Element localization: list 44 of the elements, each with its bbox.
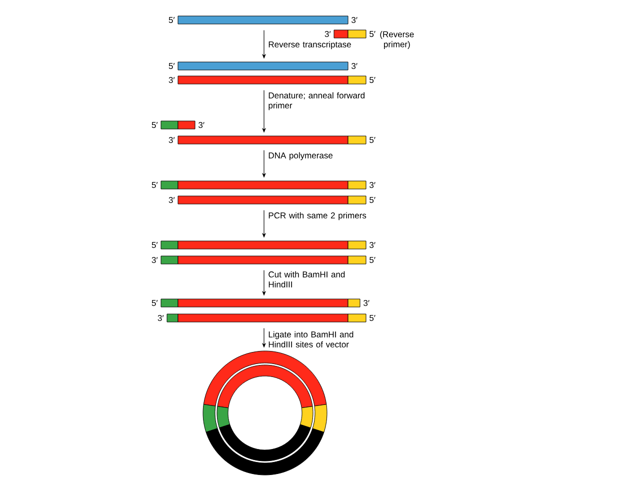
end-label: 5′ <box>152 182 158 188</box>
step-label: PCR with same 2 primers <box>268 212 366 220</box>
step-label: Cut with BamHI and HindIII <box>268 271 345 288</box>
end-label: 5′ <box>168 17 175 23</box>
dna-strand <box>178 196 366 204</box>
dna-strand <box>178 16 348 24</box>
end-label: 5′ <box>370 77 376 83</box>
dna-strand <box>160 256 366 264</box>
end-label: 3′ <box>352 63 358 69</box>
end-label: 5′ <box>370 31 376 37</box>
step-label: Ligate into BamHI and HindIII sites of vector <box>268 331 354 348</box>
end-label: 3′ <box>152 257 158 263</box>
dna-strand <box>334 30 366 38</box>
end-label: 3′ <box>324 31 331 37</box>
end-label: 5′ <box>370 257 376 263</box>
end-label: 5′ <box>152 122 158 128</box>
end-label: 3′ <box>370 242 376 248</box>
end-label: 3′ <box>364 300 370 306</box>
step-label: Reverse transcriptase <box>268 41 351 50</box>
dna-strand <box>160 240 366 250</box>
end-label: 3′ <box>168 137 175 143</box>
end-label: 5′ <box>152 242 158 248</box>
end-label: 3′ <box>198 122 204 128</box>
primer-label: (Reverse primer) <box>380 31 414 49</box>
dna-strand <box>160 120 196 130</box>
end-label: 5′ <box>152 300 158 306</box>
end-label: 3′ <box>168 77 175 83</box>
end-label: 3′ <box>352 17 358 23</box>
end-label: 3′ <box>168 197 175 203</box>
end-label: 3′ <box>158 315 164 321</box>
end-label: 5′ <box>370 315 376 321</box>
plasmid-drawing <box>202 350 328 476</box>
dna-strand <box>160 298 360 308</box>
dna-strand <box>178 62 348 70</box>
dna-strand <box>166 314 366 322</box>
end-label: 5′ <box>168 63 175 69</box>
end-label: 5′ <box>370 197 376 203</box>
dna-strand <box>178 76 366 84</box>
end-label: 3′ <box>370 182 376 188</box>
end-label: 5′ <box>370 137 376 143</box>
step-label: Denature; anneal forward primer <box>268 92 364 110</box>
dna-strand <box>160 180 366 190</box>
dna-strand <box>178 136 366 144</box>
step-label: DNA polymerase <box>268 152 333 160</box>
